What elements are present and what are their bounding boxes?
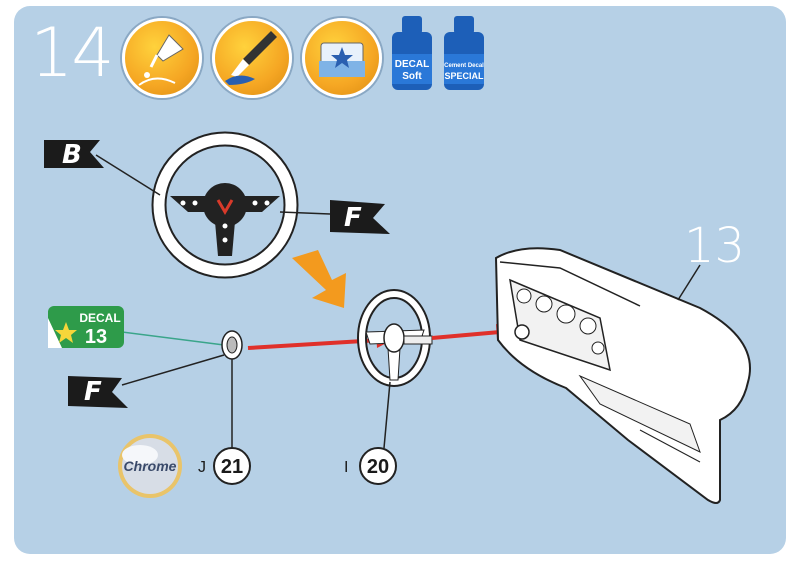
glue-icon (122, 18, 202, 98)
decal-soft-bottle-icon: DECAL Soft (388, 14, 436, 92)
flag-f-top: F (279, 200, 390, 234)
chrome-badge: Chrome (118, 434, 182, 498)
bottle-special-line1: Cement Decal (444, 63, 484, 69)
decal-special-bottle-icon: Cement Decal SPECIAL (440, 14, 488, 92)
orange-arrow-icon (292, 250, 346, 308)
part-i-callout: I 20 (344, 447, 397, 485)
part-i-letter: I (344, 459, 348, 476)
flag-b: B (44, 140, 161, 196)
part-j-number: 21 (221, 456, 243, 478)
steering-wheel-part (357, 289, 433, 449)
bottle-soft-line1: DECAL (395, 59, 429, 70)
decal-tag-title: DECAL (79, 311, 120, 325)
part-j-callout: J 21 (198, 447, 251, 485)
steering-wheel-detail (151, 131, 299, 279)
decal-tag-number: 13 (85, 326, 107, 348)
bottle-special-line2: SPECIAL (444, 71, 484, 81)
horn-button-part (221, 330, 243, 448)
decal-water-icon (302, 18, 382, 98)
chrome-label: Chrome (124, 458, 177, 474)
dashboard-label: 13 (684, 218, 745, 274)
part-j-letter: J (198, 459, 206, 476)
decal-13-tag: DECAL 13 (48, 306, 225, 348)
step-number: 14 (30, 14, 115, 93)
flag-f-left: F (68, 354, 225, 408)
paint-brush-icon (212, 18, 292, 98)
flag-f-left-label: F (84, 377, 102, 407)
flag-f-top-label: F (344, 203, 362, 233)
dashboard-part (494, 247, 751, 504)
flag-b-label: B (62, 140, 82, 170)
part-i-number: 20 (367, 456, 389, 478)
bottle-soft-line2: Soft (402, 71, 422, 82)
